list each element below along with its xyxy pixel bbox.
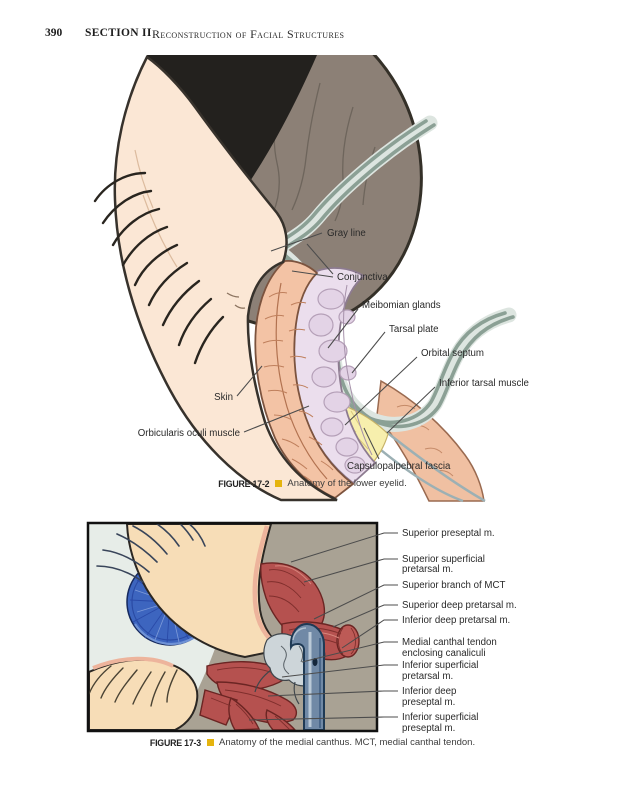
label-capsulopalpebral-fascia: Capsulopalpebral fascia: [347, 461, 451, 472]
figure2-labels: Gray line Conjunctiva Meibomian glands T…: [138, 228, 529, 472]
orbicularis-muscle: [254, 259, 355, 500]
figure3-frame: [86, 521, 379, 733]
label-orbital-septum: Orbital septum: [421, 348, 484, 359]
label-inferior-superficial-preseptal-2: preseptal m.: [402, 723, 455, 734]
section-title: Reconstruction of Facial Structures: [152, 27, 345, 41]
section-label: SECTION II: [85, 27, 152, 39]
label-superior-deep-pretarsal: Superior deep pretarsal m.: [402, 600, 517, 611]
figure3-caption-text: Anatomy of the medial canthus. MCT, medi…: [218, 737, 476, 748]
label-medial-canthal-tendon-1: Medial canthal tendon: [402, 637, 497, 648]
label-meibomian-glands: Meibomian glands: [362, 300, 441, 311]
margin-wrinkles: [226, 292, 246, 309]
label-inferior-deep-preseptal-1: Inferior deep: [402, 686, 456, 697]
figure-17-3-illustration: Superior preseptal m. Superior superfici…: [86, 521, 517, 734]
label-inferior-deep-preseptal-2: preseptal m.: [402, 697, 455, 708]
lower-eyelid: [89, 656, 199, 730]
label-orbicularis: Orbicularis oculi muscle: [138, 428, 240, 439]
figure3-labels: Superior preseptal m. Superior superfici…: [402, 528, 517, 734]
label-medial-canthal-tendon-2: enclosing canaliculi: [402, 648, 485, 659]
figure2-leader-lines: [236, 232, 436, 460]
label-superior-branch-mct: Superior branch of MCT: [402, 580, 505, 591]
label-superior-superficial-pretarsal-2: pretarsal m.: [402, 564, 453, 575]
figure3-caption: FIGURE 17-3 Anatomy of the medial canthu…: [0, 737, 625, 748]
figure2-caption-text: Anatomy of the lower eyelid.: [287, 478, 407, 489]
eyelashes: [93, 171, 225, 365]
page-number: 390: [45, 27, 63, 39]
label-skin: Skin: [214, 392, 233, 403]
caption-bullet-icon: [275, 480, 283, 487]
canaliculus-tube: [289, 622, 325, 730]
caption-bullet-icon: [206, 739, 214, 746]
label-superior-superficial-pretarsal-1: Superior superficial: [402, 554, 485, 565]
label-inferior-superficial-preseptal-1: Inferior superficial: [402, 712, 478, 723]
figure2-caption: FIGURE 17-2 Anatomy of the lower eyelid.: [0, 478, 625, 489]
figure3-leader-lines: [248, 532, 398, 721]
label-tarsal-plate: Tarsal plate: [389, 324, 439, 335]
meibomian-glands-pattern: [308, 288, 366, 474]
lower-lashes: [89, 665, 178, 707]
label-inferior-superficial-pretarsal-2: pretarsal m.: [402, 671, 453, 682]
label-inferior-superficial-pretarsal-1: Inferior superficial: [402, 660, 478, 671]
page-header: 390 SECTION II Reconstruction of Facial …: [0, 27, 625, 45]
label-inferior-tarsal-muscle: Inferior tarsal muscle: [439, 378, 529, 389]
label-conjunctiva: Conjunctiva: [337, 272, 388, 283]
tarsal-plate: [291, 267, 377, 485]
figure2-caption-tag: FIGURE 17-2: [218, 478, 270, 489]
label-gray-line: Gray line: [327, 228, 366, 239]
upper-lashes: [96, 524, 206, 583]
label-inferior-deep-pretarsal: Inferior deep pretarsal m.: [402, 615, 510, 626]
eyelid-skin: [113, 55, 338, 502]
figure-17-2-illustration: Gray line Conjunctiva Meibomian glands T…: [93, 55, 529, 503]
label-superior-preseptal: Superior preseptal m.: [402, 528, 495, 539]
figure3-caption-tag: FIGURE 17-3: [149, 737, 201, 748]
